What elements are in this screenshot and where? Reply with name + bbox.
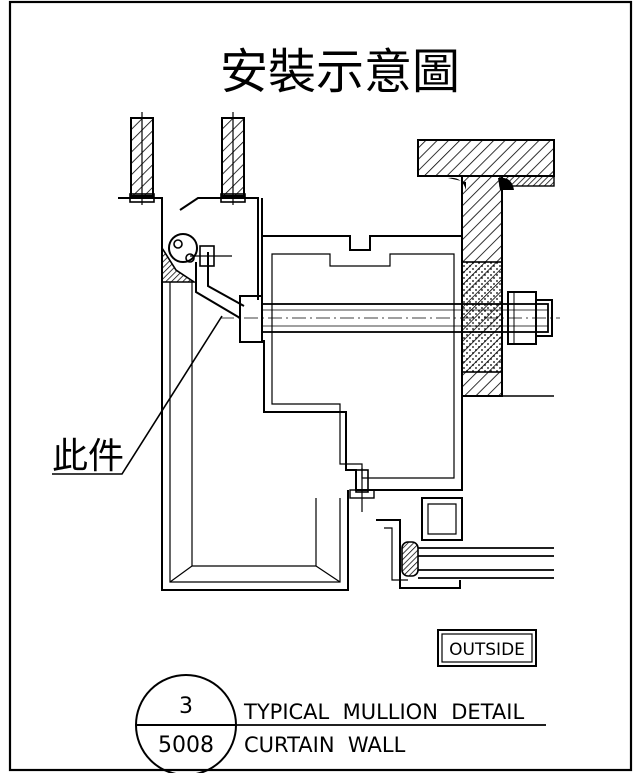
through-bolt [220, 291, 560, 345]
outside-label-box [437, 629, 537, 667]
outside-label: OUTSIDE [449, 640, 525, 660]
detail-bubble: 3 5008 [135, 674, 237, 773]
detail-title-line1: TYPICAL MULLION DETAIL [243, 700, 524, 724]
detail-title-line2: CURTAIN WALL [244, 733, 406, 757]
screw-bottom [349, 468, 375, 512]
outer-cover [161, 245, 349, 591]
callout-label: 此件 [52, 436, 124, 477]
mounting-bracket [118, 197, 263, 302]
callout-leader [52, 315, 223, 475]
sheet-border [8, 0, 633, 772]
glazing-assembly [376, 497, 554, 589]
detail-sheet: 5008 [158, 733, 214, 758]
drawing-title: 安裝示意圖 [220, 44, 460, 100]
anchor-bolt-left [129, 112, 155, 205]
structural-beam [417, 139, 555, 397]
fixing-piece [168, 233, 245, 319]
detail-number: 3 [179, 694, 193, 719]
weld-right [498, 177, 514, 190]
mullion-profile [262, 235, 463, 491]
anchor-bolt-right [220, 112, 246, 205]
